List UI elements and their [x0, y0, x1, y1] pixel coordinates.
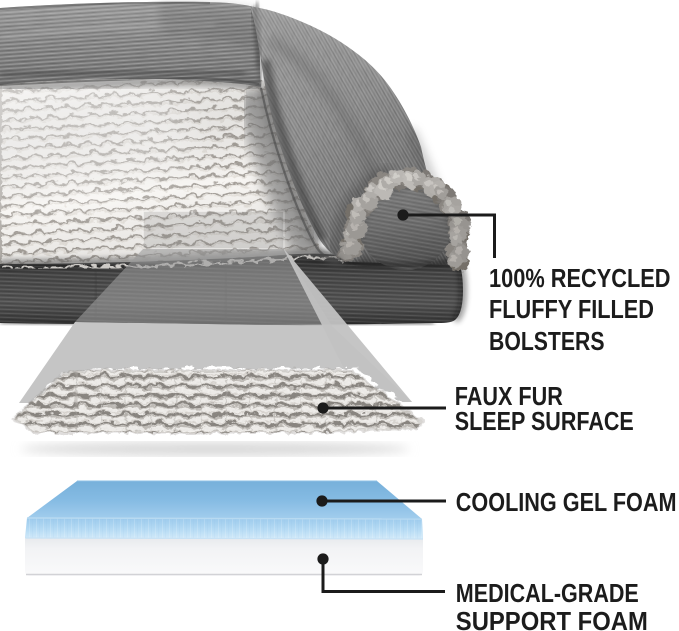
svg-text:COOLING GEL FOAM: COOLING GEL FOAM — [456, 487, 677, 517]
svg-text:FLUFFY FILLED: FLUFFY FILLED — [489, 294, 654, 324]
svg-text:BOLSTERS: BOLSTERS — [489, 326, 605, 356]
svg-text:MEDICAL-GRADE: MEDICAL-GRADE — [456, 578, 639, 608]
svg-text:100% RECYCLED: 100% RECYCLED — [489, 263, 671, 293]
svg-text:SUPPORT FOAM: SUPPORT FOAM — [456, 606, 648, 631]
svg-text:FAUX FUR: FAUX FUR — [455, 381, 563, 411]
svg-text:SLEEP SURFACE: SLEEP SURFACE — [455, 406, 634, 436]
